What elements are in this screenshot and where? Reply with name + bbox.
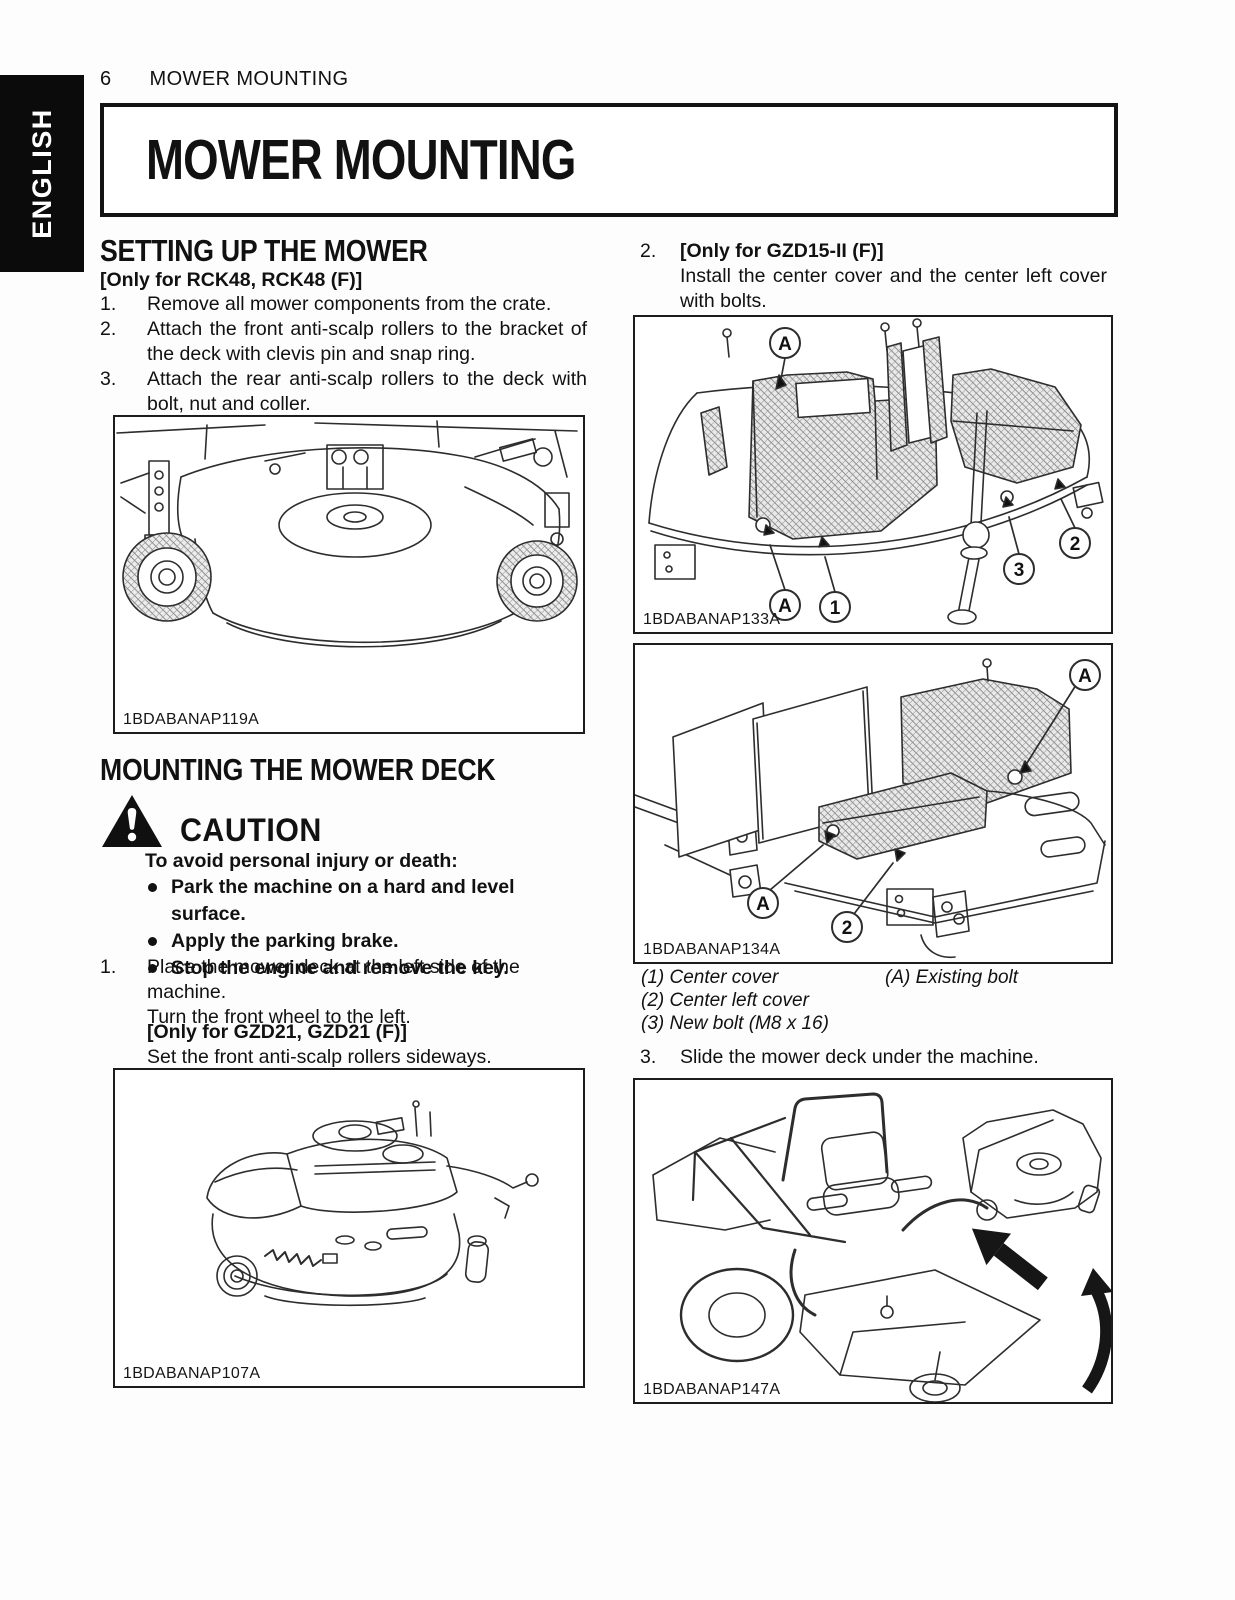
caution-bullet-list: Park the machine on a hard and level sur… xyxy=(145,874,590,982)
callout-a: A xyxy=(778,334,792,355)
step-text: Slide the mower deck under the machine. xyxy=(680,1046,1039,1068)
legend-item: (A) Existing bolt xyxy=(885,967,1019,988)
gzd21-instruction: Set the front anti-scalp rollers sideway… xyxy=(147,1046,492,1068)
bullet-icon xyxy=(148,883,157,892)
caution-triangle-icon xyxy=(102,795,162,847)
chapter-title-box: MOWER MOUNTING xyxy=(100,103,1118,217)
figure-center-covers: A A 1 3 2 1BDABANAP133A xyxy=(633,315,1113,634)
step-text: Attach the front anti-scalp rollers to t… xyxy=(147,318,587,365)
step-line: Place the mower deck at the left side of… xyxy=(147,956,520,1003)
callout-a: A xyxy=(778,596,792,617)
caution-label: CAUTION xyxy=(180,812,322,848)
list-item: Apply the parking brake. xyxy=(145,928,590,955)
figure-caption: 1BDABANAP147A xyxy=(643,1381,781,1398)
step-number: 3. xyxy=(100,368,117,390)
step-number: 2. xyxy=(640,240,657,262)
callout-3: 3 xyxy=(1014,560,1025,581)
page-title: MOWER MOUNTING xyxy=(146,128,576,192)
figure-deck-sideways-rollers: 1BDABANAP107A xyxy=(113,1068,585,1388)
bullet-text: Apply the parking brake. xyxy=(171,930,399,952)
callout-2: 2 xyxy=(842,918,853,939)
caution-intro: To avoid personal injury or death: xyxy=(145,850,458,872)
step-text: Remove all mower components from the cra… xyxy=(147,293,552,315)
section-heading-mounting: MOUNTING THE MOWER DECK xyxy=(100,752,496,787)
list-item: 1. Remove all mower components from the … xyxy=(100,292,587,317)
callout-a: A xyxy=(756,894,770,915)
bullet-icon xyxy=(148,937,157,946)
bullet-text: Park the machine on a hard and level sur… xyxy=(171,876,515,925)
step-line: Turn the front wheel to the left. xyxy=(147,1006,411,1028)
mounting-step-2: 2. [Only for GZD15-II (F)] Install the c… xyxy=(633,239,1107,314)
only-gzd21-note: [Only for GZD21, GZD21 (F)] xyxy=(147,1021,408,1043)
slide-deck-illustration xyxy=(652,1092,1111,1402)
bullet-icon xyxy=(148,964,157,973)
step-line: Install the center cover and the center … xyxy=(680,265,1107,312)
bullet-text: Stop the engine and remove the key. xyxy=(171,957,509,979)
figure-slide-deck: 1BDABANAP147A xyxy=(633,1078,1113,1404)
legend-item: (2) Center left cover xyxy=(641,990,809,1011)
setup-steps-list: 1. Remove all mower components from the … xyxy=(100,292,587,417)
tilt-direction-arrow xyxy=(1081,1268,1111,1394)
step-number: 3. xyxy=(640,1046,657,1068)
step-text: Place the mower deck at the left side of… xyxy=(147,955,587,1030)
caution-block: CAUTION xyxy=(100,793,329,849)
figure-caption: 1BDABANAP119A xyxy=(123,711,260,728)
step-number: 1. xyxy=(100,293,117,315)
step-text: Attach the rear anti-scalp rollers to th… xyxy=(147,368,587,415)
page-number: 6 xyxy=(100,68,112,90)
figure-caption: 1BDABANAP107A xyxy=(123,1365,261,1382)
language-tab: ENGLISH xyxy=(0,75,84,272)
deck-sideways-illustration xyxy=(206,1100,539,1307)
running-title: MOWER MOUNTING xyxy=(149,68,349,90)
slide-direction-arrow xyxy=(971,1228,1048,1291)
mounting-step-3: 3. Slide the mower deck under the machin… xyxy=(633,1045,1107,1070)
language-tab-label: ENGLISH xyxy=(26,108,57,239)
figure-center-left-cover: A A 2 1BDABANAP134A xyxy=(633,643,1113,964)
list-item: 3. Attach the rear anti-scalp rollers to… xyxy=(100,367,587,417)
only-gzd15-note: [Only for GZD15-II (F)] xyxy=(680,240,884,262)
list-item: 2. Attach the front anti-scalp rollers t… xyxy=(100,317,587,367)
figure-legend: (1) Center cover (2) Center left cover (… xyxy=(633,966,1108,1035)
legend-item: (3) New bolt (M8 x 16) xyxy=(641,1013,829,1034)
step-text: [Only for GZD15-II (F)] Install the cent… xyxy=(680,239,1107,314)
figure-deck-rollers: 1BDABANAP119A xyxy=(113,415,585,734)
running-header: 6 MOWER MOUNTING xyxy=(100,68,348,91)
list-item: Park the machine on a hard and level sur… xyxy=(145,874,590,928)
figure-caption: 1BDABANAP134A xyxy=(643,941,781,958)
center-left-cover-illustration: A A 2 xyxy=(635,658,1106,959)
mounting-step-1: 1. Place the mower deck at the left side… xyxy=(100,955,587,1030)
callout-a: A xyxy=(1078,666,1092,687)
legend-item: (1) Center cover xyxy=(641,967,779,988)
list-item: Stop the engine and remove the key. xyxy=(145,955,590,982)
step-number: 2. xyxy=(100,318,117,340)
step-number: 1. xyxy=(100,956,117,978)
center-covers-illustration: A A 1 3 2 xyxy=(648,318,1104,625)
figure-caption: 1BDABANAP133A xyxy=(643,611,781,628)
callout-1: 1 xyxy=(830,598,841,619)
deck-rollers-illustration xyxy=(116,420,578,648)
section-heading-setting-up: SETTING UP THE MOWER xyxy=(100,233,428,268)
only-rck48-note: [Only for RCK48, RCK48 (F)] xyxy=(100,269,363,291)
callout-2: 2 xyxy=(1070,534,1081,555)
